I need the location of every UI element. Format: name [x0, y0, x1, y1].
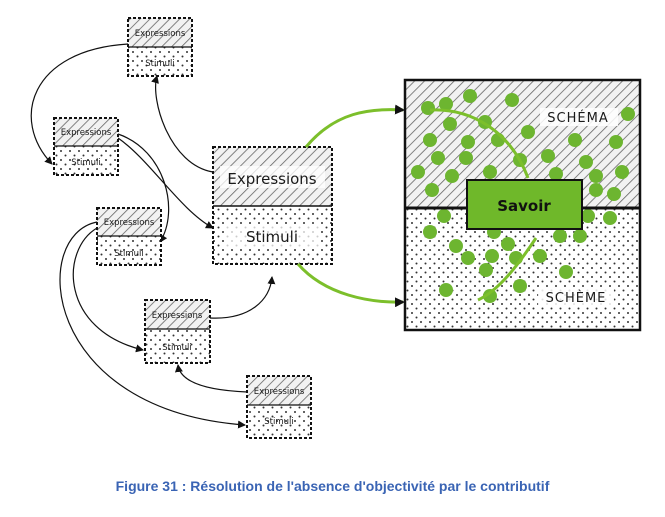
small-box-2: Expressions Stimuli [53, 117, 119, 176]
green-dot [573, 229, 587, 243]
green-dot [479, 263, 493, 277]
green-dot [568, 133, 582, 147]
small-box-2-stimuli-label: Stimuli [71, 158, 100, 168]
connector-arrows [30, 43, 276, 429]
schema-scheme-panel: Savoir SCHÉMA SCHÈME [403, 78, 642, 332]
green-dot [615, 165, 629, 179]
green-dot [513, 279, 527, 293]
green-dot [423, 225, 437, 239]
green-dot [589, 169, 603, 183]
green-dot [549, 167, 563, 181]
green-dot [461, 135, 475, 149]
central-expressions-label: Expressions [227, 170, 316, 188]
green-dot [421, 101, 435, 115]
green-dot [411, 165, 425, 179]
small-box-3-stimuli-label: Stimuli [114, 249, 143, 259]
green-dot [459, 151, 473, 165]
green-dot [483, 289, 497, 303]
green-dot [439, 97, 453, 111]
green-dot [607, 187, 621, 201]
green-dot [437, 209, 451, 223]
green-dot [485, 249, 499, 263]
arrow-central-to-box1 [151, 75, 214, 173]
small-box-1-stimuli-label: Stimuli [145, 59, 174, 69]
green-dot [501, 237, 515, 251]
green-dots [411, 89, 635, 303]
green-arrows [296, 104, 405, 308]
green-dot [443, 117, 457, 131]
arrow-box4-to-central [209, 276, 276, 319]
green-dot [579, 155, 593, 169]
small-box-4-expressions-label: Expressions [152, 311, 203, 321]
green-arrow-top [304, 104, 405, 148]
schema-label: SCHÉMA [547, 110, 608, 126]
small-box-1: Expressions Stimuli [127, 17, 193, 77]
green-dot [483, 165, 497, 179]
small-box-5: Expressions Stimuli [246, 375, 312, 439]
green-dot [559, 265, 573, 279]
arrow-box5-to-box4 [174, 364, 248, 393]
inner-green-arrow-top [429, 108, 530, 179]
small-box-4-stimuli-label: Stimuli [162, 343, 191, 353]
arrow-box2-to-central [117, 137, 214, 229]
green-dot [445, 169, 459, 183]
small-box-5-expressions-label: Expressions [254, 387, 305, 397]
central-stimuli-label: Stimuli [246, 228, 298, 246]
green-dot [431, 151, 445, 165]
green-dot [553, 229, 567, 243]
green-dot [589, 183, 603, 197]
green-dot [425, 183, 439, 197]
green-dot [423, 133, 437, 147]
green-dot [505, 93, 519, 107]
green-dot [621, 107, 635, 121]
savoir-label: Savoir [497, 197, 551, 215]
small-box-1-expressions-label: Expressions [135, 29, 186, 39]
arrow-box3-to-box4 [72, 227, 144, 353]
green-dot [581, 209, 595, 223]
figure-caption: Figure 31 : Résolution de l'absence d'ob… [115, 478, 550, 494]
inner-green-arrow-bottom [477, 237, 538, 302]
green-dot [533, 249, 547, 263]
small-box-5-stimuli-label: Stimuli [264, 417, 293, 427]
arrow-box1-to-box2 [30, 43, 129, 165]
small-box-4: Expressions Stimuli [144, 299, 211, 364]
small-box-3-expressions-label: Expressions [104, 218, 155, 228]
green-dot [463, 89, 477, 103]
green-dot [461, 251, 475, 265]
arrow-box2-to-box3 [117, 133, 170, 243]
small-box-3: Expressions Stimuli [96, 207, 162, 266]
central-box: Expressions Stimuli [212, 146, 333, 265]
green-dot [541, 149, 555, 163]
green-dot [449, 239, 463, 253]
small-box-2-expressions-label: Expressions [61, 128, 112, 138]
arrow-box3-to-box5 [59, 221, 246, 429]
green-dot [603, 211, 617, 225]
green-dot [439, 283, 453, 297]
green-arrow-bottom [296, 263, 405, 308]
green-dot [521, 125, 535, 139]
scheme-label: SCHÈME [546, 290, 607, 306]
savoir-box [466, 179, 583, 230]
green-dot [609, 135, 623, 149]
